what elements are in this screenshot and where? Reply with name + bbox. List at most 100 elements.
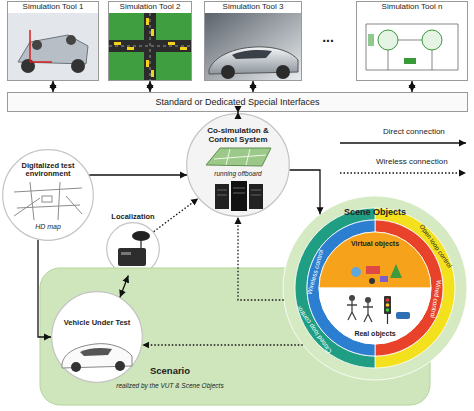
direct-connection [52, 81, 53, 92]
traffic-simulation-render [151, 70, 154, 77]
node-subtitle: running offboard [198, 170, 278, 177]
direct-connection [252, 81, 253, 92]
node-title: Digitalized test environment [13, 162, 83, 179]
node-title: Vehicle Under Test [61, 319, 133, 327]
cosim-map-sketch [206, 148, 271, 166]
circuit-simulation-render [404, 58, 416, 64]
virtual-object-icons [351, 264, 402, 284]
ring-chart [283, 196, 467, 380]
direct-connection [237, 112, 238, 113]
traffic-simulation-render [114, 42, 121, 45]
real-object-icons [386, 298, 390, 302]
traffic-simulation-render [109, 13, 191, 80]
virtual-object-icons [390, 264, 402, 278]
node-subtitle: realized by the VUT & Scene Objects [80, 382, 260, 389]
vehicle-dynamics-render [8, 13, 98, 80]
virtual-object-icons [351, 267, 361, 277]
region-fill [40, 268, 430, 405]
circle-outline [52, 292, 143, 383]
circle-outline [3, 150, 94, 241]
sensor-simulation-render [205, 13, 301, 80]
node-title: Standard or Dedicated Special Interfaces [8, 97, 467, 107]
vehicle-under-test-car [80, 348, 112, 356]
direct-connection [120, 276, 128, 298]
vehicle-dynamics-render [30, 30, 52, 62]
circle-outline [107, 223, 160, 276]
ellipsis-label: ... [316, 30, 340, 46]
node-title: Scenario [130, 366, 210, 377]
real-object-icons [347, 301, 357, 320]
server-racks [215, 181, 263, 211]
gnss-receiver [132, 231, 150, 241]
gnss-receiver [118, 231, 150, 266]
ring-segment [319, 288, 431, 344]
node-title: Simulation Tool 1 [8, 3, 98, 12]
circuit-simulation-render [422, 30, 442, 50]
wireless-connection [142, 344, 302, 345]
real-object-icons [365, 297, 371, 303]
server-racks [215, 184, 229, 209]
node-title: Simulation Tool 2 [109, 3, 191, 12]
direct-connection [38, 240, 51, 337]
virtual-object-icons [380, 276, 388, 282]
traffic-simulation-render [146, 60, 149, 67]
ring-segment [319, 232, 431, 288]
circuit-simulation-render [368, 34, 374, 46]
traffic-simulation-render [151, 29, 154, 36]
vehicle-dynamics-render [18, 35, 88, 64]
real-object-icons [396, 312, 410, 319]
real-object-icons [386, 308, 390, 312]
node-subtitle: HD map [18, 223, 78, 231]
traffic-simulation-render [109, 13, 191, 80]
vehicle-under-test-car [62, 344, 132, 372]
real-object-icons [347, 295, 410, 324]
simulation-tool-box: Simulation Tool 3 [204, 1, 302, 81]
sensor-simulation-render [232, 50, 272, 59]
real-object-icons [387, 314, 388, 324]
virtual-object-icons [366, 266, 380, 274]
vehicle-dynamics-render [8, 13, 98, 80]
sensor-simulation-render [209, 47, 298, 74]
vehicle-under-test-car [62, 344, 132, 368]
direct-connection [149, 81, 150, 92]
real-object-icons [363, 303, 373, 322]
traffic-simulation-render [168, 42, 175, 45]
legend-text: Direct connection [383, 128, 445, 137]
vehicle-dynamics-render [21, 59, 35, 73]
hd-map-sketch [42, 196, 52, 202]
direct-connection [290, 170, 320, 214]
circuit-simulation-render [357, 13, 467, 80]
legend-sample [340, 142, 466, 143]
vehicle-dynamics-render [71, 59, 85, 73]
scenario-region: Scenario realized by the VUT & Scene Obje… [40, 268, 430, 405]
traffic-simulation-render [127, 47, 134, 50]
interface-bar: Standard or Dedicated Special Interfaces [7, 92, 468, 112]
simulation-tool-box: Simulation Tool 2 [108, 1, 192, 81]
scene-objects-circle: Scene ObjectsVirtual objectsReal objects… [283, 196, 467, 380]
server-racks [231, 181, 247, 211]
node-title: Localization [98, 213, 168, 221]
server-racks [217, 188, 261, 195]
traffic-simulation-render [180, 47, 187, 50]
virtual-object-icons [369, 278, 375, 284]
server-racks [249, 184, 263, 209]
traffic-simulation-render [144, 13, 156, 80]
circuit-simulation-render [378, 30, 398, 50]
vehicle-under-test-car [115, 361, 125, 371]
vehicle-dynamics-render [66, 35, 76, 45]
node-title: Co-simulation & Control System [193, 127, 283, 145]
hd-map-sketch [14, 182, 82, 220]
traffic-simulation-render [146, 18, 149, 25]
ring-segment [283, 196, 467, 380]
circuit-simulation-render [366, 24, 458, 70]
vehicle-circle: Vehicle Under Test [51, 291, 143, 383]
cosim-circle: Co-simulation & Control System running of… [186, 113, 290, 217]
legend-sample [340, 172, 466, 173]
ring-label: Virtual objects [351, 240, 399, 248]
direct-connection [89, 174, 187, 175]
legend-text: Wireless connection [376, 158, 448, 167]
node-title: Simulation Tool 3 [205, 3, 301, 12]
gnss-receiver [121, 252, 131, 255]
sensor-simulation-render [205, 13, 301, 80]
wireless-connection [154, 198, 198, 231]
